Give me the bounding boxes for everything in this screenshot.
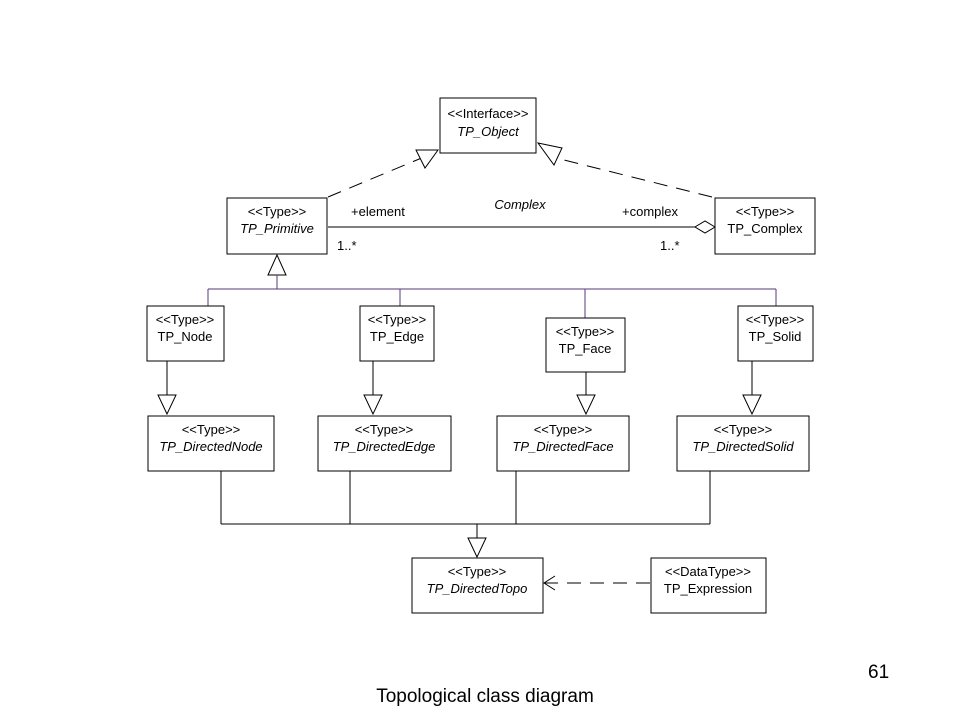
association-right-role: +complex [622, 204, 678, 219]
class-name: TP_DirectedTopo [427, 581, 528, 596]
association-name: Complex [494, 197, 546, 212]
realization-complex-object [551, 156, 713, 198]
class-name: TP_Edge [370, 329, 424, 344]
stereotype-label: <<Type>> [736, 204, 795, 219]
class-name: TP_Primitive [240, 221, 314, 236]
class-tp-node: <<Type>> TP_Node [146, 305, 225, 362]
class-tp-face: <<Type>> TP_Face [545, 317, 626, 373]
class-tp-directedsolid: <<Type>> TP_DirectedSolid [676, 415, 810, 472]
gen-arrowhead-face [576, 394, 596, 416]
class-tp-directedtopo: <<Type>> TP_DirectedTopo [411, 557, 544, 614]
gen-arrowhead-directedtopo [467, 537, 487, 559]
realization-primitive-object [327, 156, 425, 198]
aggregation-diamond [694, 220, 716, 234]
realization-arrowhead-right [536, 142, 563, 166]
class-name: TP_Expression [664, 581, 752, 596]
class-tp-directedface: <<Type>> TP_DirectedFace [496, 415, 630, 472]
class-tp-complex: <<Type>> TP_Complex [714, 197, 816, 255]
stereotype-label: <<Type>> [556, 324, 615, 339]
dependency-arrowhead [543, 575, 556, 591]
stereotype-label: <<Type>> [448, 564, 507, 579]
stereotype-label: <<Type>> [248, 204, 307, 219]
class-tp-primitive: <<Type>> TP_Primitive [226, 197, 328, 255]
stereotype-label: <<Type>> [355, 422, 414, 437]
class-name: TP_Object [457, 124, 520, 139]
stereotype-label: <<Type>> [182, 422, 241, 437]
class-name: TP_DirectedNode [159, 439, 262, 454]
class-name: TP_Node [158, 329, 213, 344]
diagram-caption: Topological class diagram [376, 686, 594, 707]
gen-arrowhead-node [157, 394, 177, 416]
class-tp-directededge: <<Type>> TP_DirectedEdge [317, 415, 452, 472]
class-name: TP_Face [559, 341, 612, 356]
gen-arrowhead-solid [742, 394, 762, 416]
class-name: TP_DirectedFace [512, 439, 613, 454]
stereotype-label: <<Type>> [746, 312, 805, 327]
stereotype-label: <<Type>> [156, 312, 215, 327]
class-name: TP_DirectedSolid [692, 439, 794, 454]
class-tp-edge: <<Type>> TP_Edge [359, 305, 435, 362]
association-left-role: +element [351, 204, 405, 219]
class-tp-expression: <<DataType>> TP_Expression [650, 557, 767, 614]
association-right-multiplicity: 1..* [660, 238, 680, 253]
realization-arrowhead-left [415, 149, 439, 169]
class-name: TP_DirectedEdge [333, 439, 436, 454]
gen-arrowhead-edge [363, 394, 383, 416]
class-tp-directednode: <<Type>> TP_DirectedNode [147, 415, 275, 472]
generalization-arrowhead-primitive [267, 253, 287, 276]
association-left-multiplicity: 1..* [337, 238, 357, 253]
class-tp-object: <<Interface>> TP_Object [439, 97, 537, 154]
class-name: TP_Complex [727, 221, 803, 236]
stereotype-label: <<DataType>> [665, 564, 751, 579]
class-name: TP_Solid [749, 329, 802, 344]
page-number: 61 [868, 662, 890, 683]
stereotype-label: <<Type>> [714, 422, 773, 437]
class-tp-solid: <<Type>> TP_Solid [737, 305, 814, 362]
stereotype-label: <<Type>> [368, 312, 427, 327]
stereotype-label: <<Type>> [534, 422, 593, 437]
stereotype-label: <<Interface>> [448, 106, 529, 121]
